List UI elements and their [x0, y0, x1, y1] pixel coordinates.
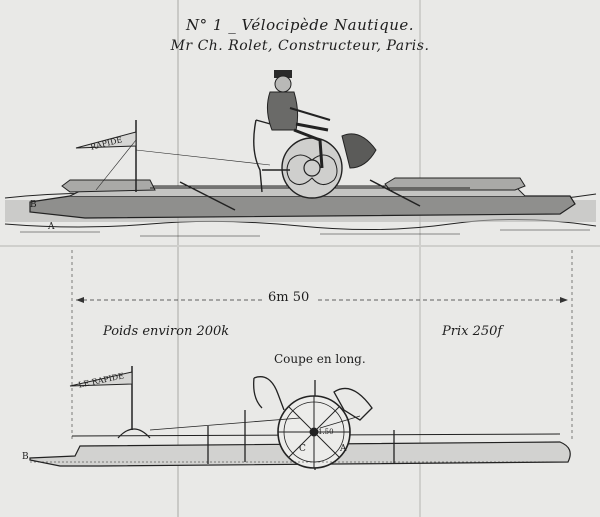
hull-left [29, 195, 576, 219]
seat-section [253, 376, 285, 411]
letter-b-section: B [22, 452, 29, 462]
section-view [29, 366, 571, 470]
plate-subtitle: Mr Ch. Rolet, Constructeur, Paris. [170, 38, 430, 54]
letter-a-top: A [48, 222, 55, 232]
elevation-view [4, 70, 597, 237]
paddle-wheel [281, 137, 343, 199]
plate-title: N° 1 _ Vélocipède Nautique. [185, 16, 415, 34]
letter-c-section: C [299, 444, 306, 454]
rider-body [266, 91, 299, 131]
dimension-lines [71, 250, 573, 440]
length-dimension: 6m 50 [268, 290, 310, 305]
section-caption: Coupe en long. [274, 352, 366, 366]
flag-section [69, 371, 133, 387]
ratio-label: 1.50 [318, 428, 334, 436]
rider-hat [274, 70, 292, 78]
front-shield [341, 133, 377, 169]
price-spec: Prix 250f [442, 324, 503, 339]
letter-a-section: A [340, 444, 347, 454]
letter-b-top: B [30, 200, 37, 210]
flag-top [75, 131, 137, 149]
front-seat-section [333, 387, 373, 421]
weight-spec: Poids environ 200k [103, 324, 230, 339]
rider-head [274, 75, 292, 93]
